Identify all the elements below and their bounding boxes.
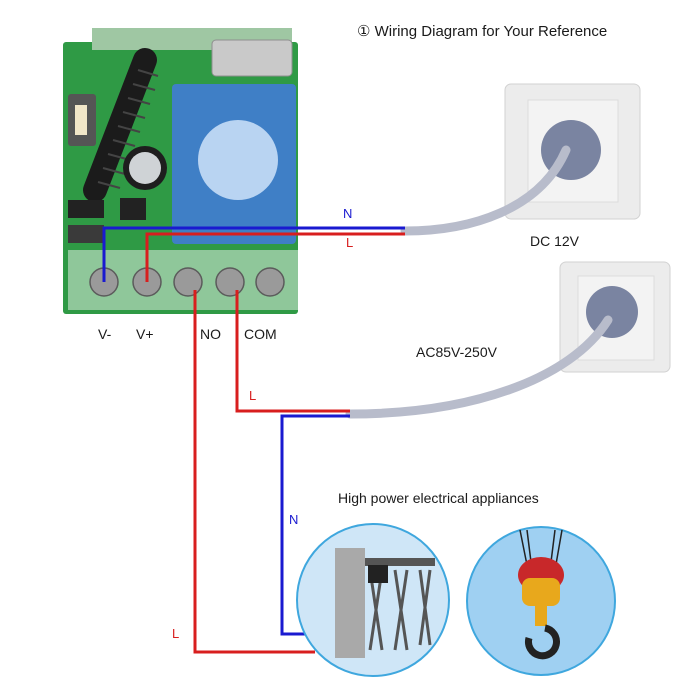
terminal-screw-nc <box>255 267 285 297</box>
ac-power-cable <box>345 315 613 419</box>
gate-icon <box>296 523 450 677</box>
terminal-label-com: COM <box>244 326 277 342</box>
terminal-label-no: NO <box>200 326 221 342</box>
qc-sticker <box>198 120 278 200</box>
dc-live-wire <box>145 232 405 282</box>
load-neutral-label: N <box>289 512 299 527</box>
load-live-wire <box>193 290 315 654</box>
dc-neutral-wire <box>102 226 405 282</box>
ac-live-label: L <box>249 388 257 403</box>
terminal-label-v-minus: V- <box>98 326 112 342</box>
terminal-screw-no <box>173 267 203 297</box>
terminal-label-v-plus: V+ <box>136 326 154 342</box>
terminal-screw-com <box>215 267 245 297</box>
dc-neutral-label: N <box>343 206 353 221</box>
dc-power-cable <box>400 145 571 236</box>
load-live-label: L <box>172 626 180 641</box>
relay-icon <box>172 84 296 244</box>
load-title: High power electrical appliances <box>338 490 539 506</box>
antenna-coil-icon <box>83 48 159 202</box>
dc-live-label: L <box>346 235 354 250</box>
relay-module-board <box>63 28 298 314</box>
diagram-title: ① Wiring Diagram for Your Reference <box>357 23 608 40</box>
crane-hook-icon <box>466 526 616 676</box>
load-neutral-wire <box>280 414 350 636</box>
dc-source-label: DC 12V <box>530 233 580 249</box>
ac-source-label: AC85V-250V <box>416 344 497 360</box>
ac-live-wire <box>235 290 350 413</box>
